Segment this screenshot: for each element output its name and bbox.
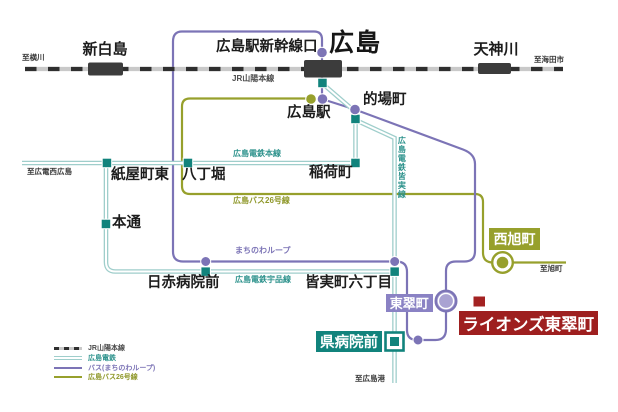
loop-bus-route-line	[171, 30, 477, 342]
loop-stop-hiroshima-eki	[316, 93, 329, 105]
legend-label-jr: JR山陽本線	[88, 345, 125, 353]
direction-hiroden-nishi-hiroshima: 至広電西広島	[27, 167, 72, 176]
highlight-stop-nishi-asahimachi	[491, 250, 515, 274]
stop-box-nishi-asahimachi: 西旭町	[489, 227, 540, 250]
station-label-hiroshima: 広島	[329, 30, 382, 57]
bus26-stop-hiroshima-eki	[305, 93, 317, 105]
loop-stop-minamimachi-6chome	[389, 256, 401, 267]
station-label-inarimachi: 稲荷町	[309, 165, 353, 181]
legend-row-jr: JR山陽本線	[54, 345, 155, 352]
station-label-shin-hakushima: 新白島	[82, 42, 128, 58]
tram-stop-hiroshima-eki	[317, 77, 328, 89]
station-label-kamiyacho-higashi: 紙屋町東	[111, 167, 169, 183]
direction-yokogawa: 至横川	[22, 53, 45, 62]
bus26-line-symbol	[54, 376, 82, 379]
bus-stop-circles	[200, 46, 424, 346]
direction-kaitaichi: 至海田市	[534, 55, 564, 64]
property-marker	[473, 296, 485, 307]
loop-bus-line-symbol	[54, 366, 82, 369]
stop-box-kenbyoin-mae: 県病院前	[316, 331, 382, 352]
hiroden-line-symbol	[54, 355, 82, 361]
highlight-stop-higashi-midorimachi	[434, 289, 458, 313]
legend-row-hiroden: 広島電鉄	[54, 355, 155, 362]
legend-label-hiroden: 広島電鉄	[88, 354, 116, 362]
station-label-hatchobori: 八丁堀	[182, 167, 226, 183]
jr-station-box-shin-hakushima	[88, 62, 123, 76]
tram-stop-hondori	[100, 218, 112, 230]
loop-stop-shinkansen-exit	[316, 46, 328, 59]
direction-hiroshima-port: 至広島港	[355, 373, 385, 383]
loop-stop-kenbyoin-mae	[412, 334, 424, 346]
tram-stop-hatchobori	[182, 157, 194, 169]
tram-stop-kenbyoin-mae	[384, 331, 405, 352]
tram-stop-matobacho	[350, 113, 361, 125]
bus26-route-line	[180, 97, 566, 264]
loop-stop-nisseki-byoin-mae	[200, 256, 212, 267]
legend: JR山陽本線 広島電鉄 バス(まちのわループ) 広島バス26号線	[54, 345, 155, 381]
hiroden-honsen-label: 広島電鉄本線	[233, 149, 281, 158]
legend-row-bus26: 広島バス26号線	[54, 374, 155, 381]
station-label-hondori: 本通	[112, 215, 141, 231]
jr-station-box-hiroshima	[304, 60, 342, 78]
direction-asahimachi: 至旭町	[540, 264, 563, 273]
legend-row-loop-bus: バス(まちのわループ)	[54, 364, 156, 372]
stop-box-higashi-midorimachi: 東翠町	[386, 293, 433, 312]
jr-line-name-label: JR山陽本線	[232, 73, 275, 83]
station-label-matobacho: 的場町	[363, 92, 407, 108]
legend-label-loop-bus: バス(まちのわループ)	[88, 364, 156, 372]
tram-stop-inarimachi	[350, 157, 361, 169]
station-label-hiroshima-shinkansen-exit: 広島駅新幹線口	[216, 39, 318, 55]
property-name-box: ライオンズ東翠町	[459, 311, 598, 335]
hiroden-ujina-label: 広島電鉄宇品線	[235, 274, 291, 284]
bus26-route-label: 広島バス26号線	[233, 195, 290, 205]
loop-stop-matobacho	[349, 103, 361, 116]
station-label-hiroshima-eki: 広島駅	[287, 105, 331, 121]
station-label-tenjingawa: 天神川	[473, 42, 519, 58]
hiroden-minami-label: 広島電鉄皆実線	[397, 136, 407, 199]
station-label-nisseki-byoin-mae: 日赤病院前	[147, 275, 220, 291]
loop-bus-route-label: まちのわループ	[235, 245, 291, 255]
tram-stop-kamiyacho-higashi	[101, 157, 113, 169]
station-label-minamimachi-6chome: 皆実町六丁目	[305, 275, 392, 291]
jr-station-box-tenjingawa	[478, 63, 511, 74]
legend-label-bus26: 広島バス26号線	[88, 374, 138, 382]
jr-line-symbol	[54, 346, 82, 350]
